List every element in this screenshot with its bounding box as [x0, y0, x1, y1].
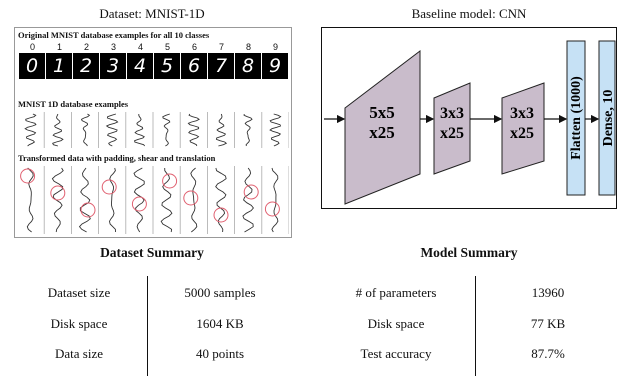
conv-layer-2	[433, 82, 471, 175]
mnist-digit-image: 2	[73, 53, 99, 79]
mnist-digit-image: 1	[46, 53, 72, 79]
mnist-digit-image: 3	[100, 53, 126, 79]
mnist-digit-image: 9	[262, 53, 288, 79]
dataset-summary-value: 40 points	[195, 346, 245, 361]
model-panel-title: Baseline model: CNN	[411, 6, 527, 21]
waveform-trace	[190, 167, 198, 233]
digit-label: 5	[164, 42, 170, 52]
digit-label: 8	[245, 42, 251, 52]
dataset-summary-title: Dataset Summary	[100, 245, 204, 260]
highlight-circle	[213, 207, 229, 223]
waveform-trace	[243, 113, 253, 147]
model-summary-value: 77 KB	[530, 316, 566, 331]
waveform-trace	[78, 167, 91, 233]
conv-layer-3-label-bottom: x25	[510, 125, 534, 142]
digit-label: 7	[218, 42, 224, 52]
digit-label: 2	[83, 42, 89, 52]
digit-label: 9	[272, 42, 278, 52]
conv-layer-3	[501, 82, 545, 175]
model-summary-value: 87.7%	[531, 346, 565, 361]
dense-layer-label: Dense, 10	[601, 90, 616, 147]
highlight-circle	[243, 184, 259, 200]
highlight-circle	[101, 179, 117, 195]
digit-label: 3	[110, 42, 116, 52]
digit-label: 1	[56, 42, 62, 52]
waveform-trace	[134, 114, 146, 147]
digit-label-row: 0 1 2 3 4 5 6 7 8 9	[19, 42, 289, 52]
mnist-digit-image: 0	[19, 53, 45, 79]
mnist-digit-image: 5	[154, 53, 180, 79]
conv-layer-1-label-top: 5x5	[369, 103, 395, 122]
conv-layer-3-label-top: 3x3	[510, 105, 534, 122]
dataset-summary-value: 5000 samples	[184, 285, 256, 300]
mnist1d-waveforms	[24, 112, 289, 148]
dataset-panel-title: Dataset: MNIST-1D	[99, 6, 205, 21]
model-summary-title: Model Summary	[420, 245, 518, 260]
waveform-trace	[162, 113, 171, 147]
digit-label: 0	[29, 42, 35, 52]
dataset-figure: Original MNIST database examples for all…	[14, 27, 292, 238]
highlight-circle	[183, 190, 199, 206]
transformed-waveforms	[20, 166, 289, 234]
waveform-trace	[133, 167, 145, 233]
dataset-summary-divider	[147, 276, 148, 376]
dataset-summary-label: Disk space	[50, 316, 108, 331]
conv-layer-2-label-top: 3x3	[440, 105, 464, 122]
model-summary-divider	[475, 276, 476, 376]
mnist-digit-image: 8	[235, 53, 261, 79]
waveform-trace	[26, 167, 34, 233]
cnn-diagram: 5x5 x25 3x3 x25 3x3 x25 Flatten (1000) D…	[324, 40, 616, 205]
waveform-trace	[215, 113, 228, 147]
waveform-trace	[52, 113, 64, 147]
conv-layer-2-label-bottom: x25	[440, 125, 464, 142]
section-original-title: Original MNIST database examples for all…	[18, 30, 210, 40]
waveform-trace	[80, 113, 91, 147]
waveform-trace	[187, 113, 200, 147]
dataset-summary-label: Data size	[54, 346, 103, 361]
section-transformed-title: Transformed data with padding, shear and…	[18, 153, 216, 163]
flatten-layer	[566, 40, 586, 196]
waveform-trace	[242, 167, 254, 233]
flatten-layer-label: Flatten (1000)	[569, 76, 584, 160]
mnist-digit-images: 0 1 2 3 4 5 6 7 8 9	[19, 53, 288, 79]
waveform-trace	[24, 113, 37, 147]
conv-layer-1-label-bottom: x25	[369, 123, 395, 142]
highlight-circle	[80, 202, 96, 218]
highlight-circle	[131, 196, 147, 212]
mnist-digit-image: 4	[127, 53, 153, 79]
cnn-diagram-frame: 5x5 x25 3x3 x25 3x3 x25 Flatten (1000) D…	[321, 27, 617, 209]
waveform-trace	[271, 167, 279, 233]
highlight-circle	[20, 168, 36, 184]
model-summary-label: Test accuracy	[360, 346, 432, 361]
dataset-summary-value: 1604 KB	[196, 316, 244, 331]
dense-layer	[598, 40, 616, 196]
waveform-trace	[105, 113, 119, 147]
highlight-circle	[264, 201, 280, 217]
waveform-trace	[269, 113, 282, 147]
conv-layer-1	[344, 49, 421, 205]
digit-label: 4	[137, 42, 143, 52]
model-summary-value: 13960	[531, 285, 565, 300]
waveform-trace	[160, 167, 173, 233]
highlight-circle	[50, 185, 66, 201]
waveform-trace	[109, 167, 116, 233]
model-summary-label: Disk space	[367, 316, 425, 331]
highlight-circle	[162, 173, 178, 189]
digit-label: 6	[191, 42, 197, 52]
mnist-digit-image: 6	[181, 53, 207, 79]
model-summary-label: # of parameters	[355, 285, 437, 300]
dataset-summary-label: Dataset size	[47, 285, 111, 300]
mnist-digit-image: 7	[208, 53, 234, 79]
section-1d-title: MNIST 1D database examples	[18, 99, 129, 109]
